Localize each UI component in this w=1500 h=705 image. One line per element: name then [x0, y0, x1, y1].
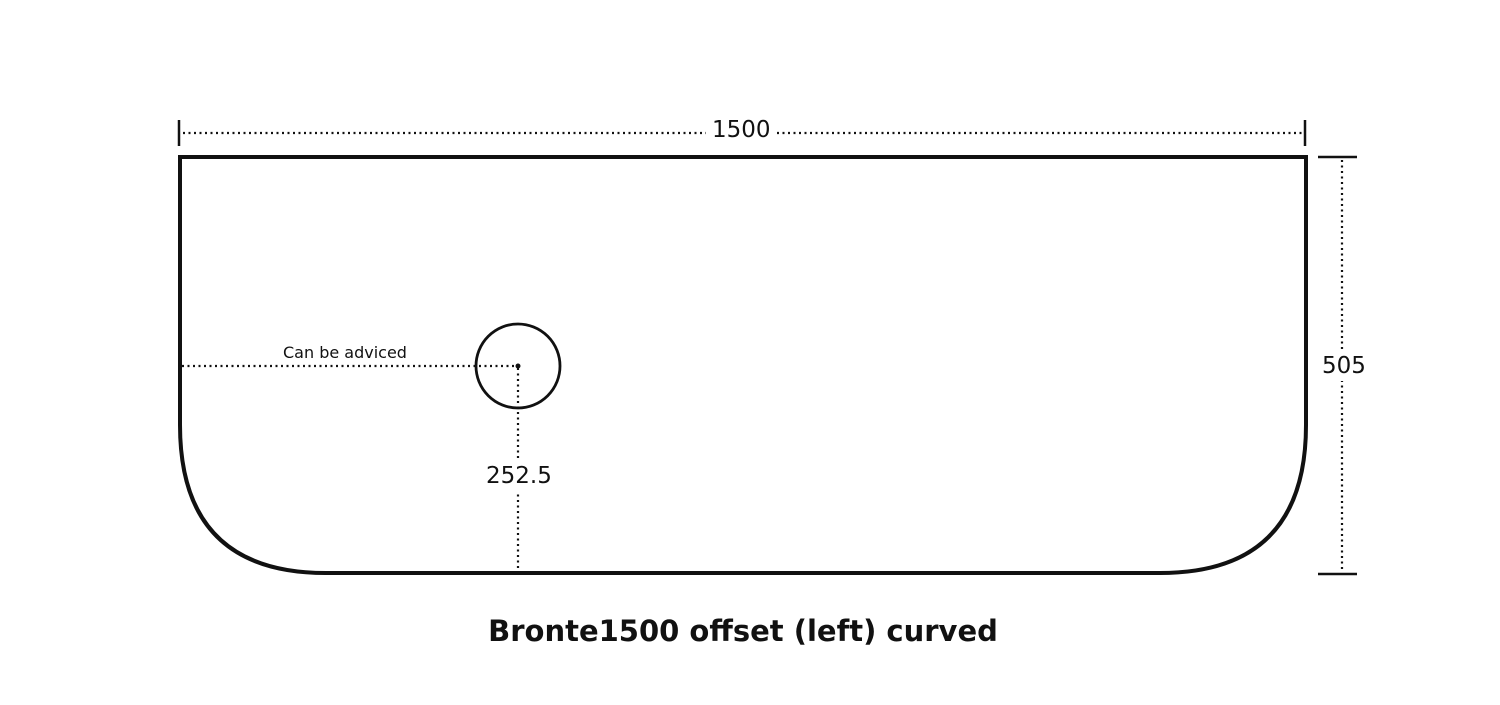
vanity-top-outline — [178, 155, 1308, 575]
width-dimension-line — [177, 120, 1307, 146]
height-dimension-line — [1318, 155, 1357, 576]
hole-offset-label: 252.5 — [486, 461, 552, 491]
height-dimension-label: 505 — [1322, 351, 1366, 381]
diagram-title: Bronte1500 offset (left) curved — [488, 614, 998, 648]
width-dimension-label: 1500 — [706, 117, 777, 143]
hole-position-note: Can be adviced — [283, 343, 407, 362]
tap-hole-center — [515, 363, 521, 369]
